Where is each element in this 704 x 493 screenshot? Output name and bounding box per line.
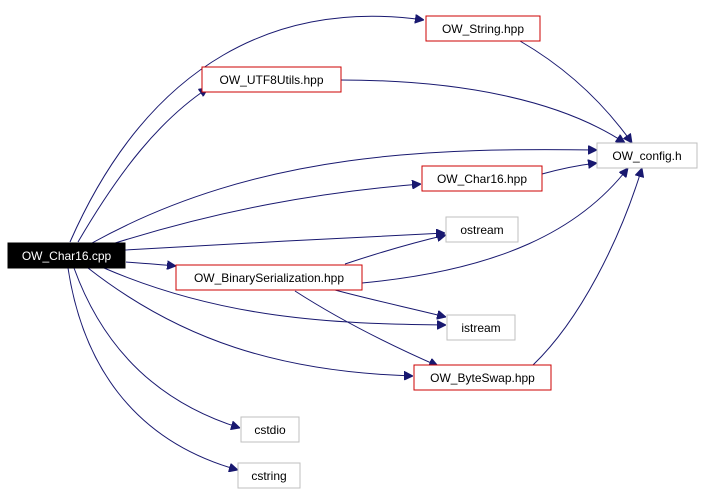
node-ow-string-hpp-box[interactable] xyxy=(425,15,541,42)
edge-root-to-cstdio xyxy=(73,267,240,428)
node-istream-box xyxy=(446,314,516,341)
edge-binser-to-config xyxy=(361,168,628,284)
node-cstdio-label: cstdio xyxy=(254,423,286,437)
node-ow-utf8utils-hpp-box[interactable] xyxy=(201,66,342,93)
edge-binser-to-istream xyxy=(334,289,446,317)
node-istream-label: istream xyxy=(461,321,500,335)
node-ow-binaryserialization-hpp-box[interactable] xyxy=(175,264,363,291)
node-ow-config-h: OW_config.h xyxy=(596,142,698,169)
node-ow-string-hpp-label[interactable]: OW_String.hpp xyxy=(442,22,524,36)
edge-root-to-istream xyxy=(103,267,446,325)
edge-root-to-binser xyxy=(125,262,176,266)
node-ow-char16-cpp-label: OW_Char16.cpp xyxy=(22,249,112,263)
node-cstdio-box xyxy=(240,416,300,443)
edge-root-to-byteswap xyxy=(87,267,413,376)
node-cstring-label: cstring xyxy=(251,469,286,483)
edge-root-to-char16 xyxy=(111,184,421,245)
node-ow-binaryserialization-hpp-label[interactable]: OW_BinarySerialization.hpp xyxy=(194,271,344,285)
edge-utf8-to-config xyxy=(339,79,625,143)
node-ostream-box xyxy=(445,216,519,243)
node-ow-config-h-label: OW_config.h xyxy=(612,149,681,163)
edge-root-to-config xyxy=(91,150,597,244)
edge-binser-to-byteswap xyxy=(294,290,438,366)
nodes-layer: OW_Char16.cpp OW_String.hpp OW_UTF8Utils… xyxy=(7,15,698,489)
node-cstring: cstring xyxy=(237,462,301,489)
node-ostream: ostream xyxy=(445,216,519,243)
node-ow-byteswap-hpp[interactable]: OW_ByteSwap.hpp xyxy=(413,364,552,391)
node-ow-binaryserialization-hpp[interactable]: OW_BinarySerialization.hpp xyxy=(175,264,363,291)
node-ow-char16-hpp[interactable]: OW_Char16.hpp xyxy=(421,165,543,192)
node-ow-utf8utils-hpp[interactable]: OW_UTF8Utils.hpp xyxy=(201,66,342,93)
edge-char16-to-config xyxy=(541,163,597,175)
node-ow-char16-hpp-label[interactable]: OW_Char16.hpp xyxy=(437,172,527,186)
edge-root-to-string xyxy=(69,16,424,243)
edge-root-to-utf8 xyxy=(77,88,208,243)
edge-byteswap-to-config xyxy=(532,168,642,366)
node-ow-char16-cpp-box xyxy=(7,242,126,269)
node-cstring-box xyxy=(237,462,301,489)
node-ow-char16-hpp-box[interactable] xyxy=(421,165,543,192)
node-ow-string-hpp[interactable]: OW_String.hpp xyxy=(425,15,541,42)
node-ow-byteswap-hpp-box[interactable] xyxy=(413,364,552,391)
node-ostream-label: ostream xyxy=(460,223,503,237)
edge-root-to-ostream xyxy=(124,233,445,251)
edge-binser-to-ostream xyxy=(344,235,446,265)
edge-root-to-cstring xyxy=(67,267,238,470)
node-ow-byteswap-hpp-label[interactable]: OW_ByteSwap.hpp xyxy=(430,371,535,385)
node-ow-config-h-box xyxy=(596,142,698,169)
edge-string-to-config xyxy=(519,40,632,143)
edges-layer xyxy=(67,16,642,470)
node-ow-char16-cpp: OW_Char16.cpp xyxy=(7,242,126,269)
node-cstdio: cstdio xyxy=(240,416,300,443)
node-istream: istream xyxy=(446,314,516,341)
node-ow-utf8utils-hpp-label[interactable]: OW_UTF8Utils.hpp xyxy=(219,73,323,87)
